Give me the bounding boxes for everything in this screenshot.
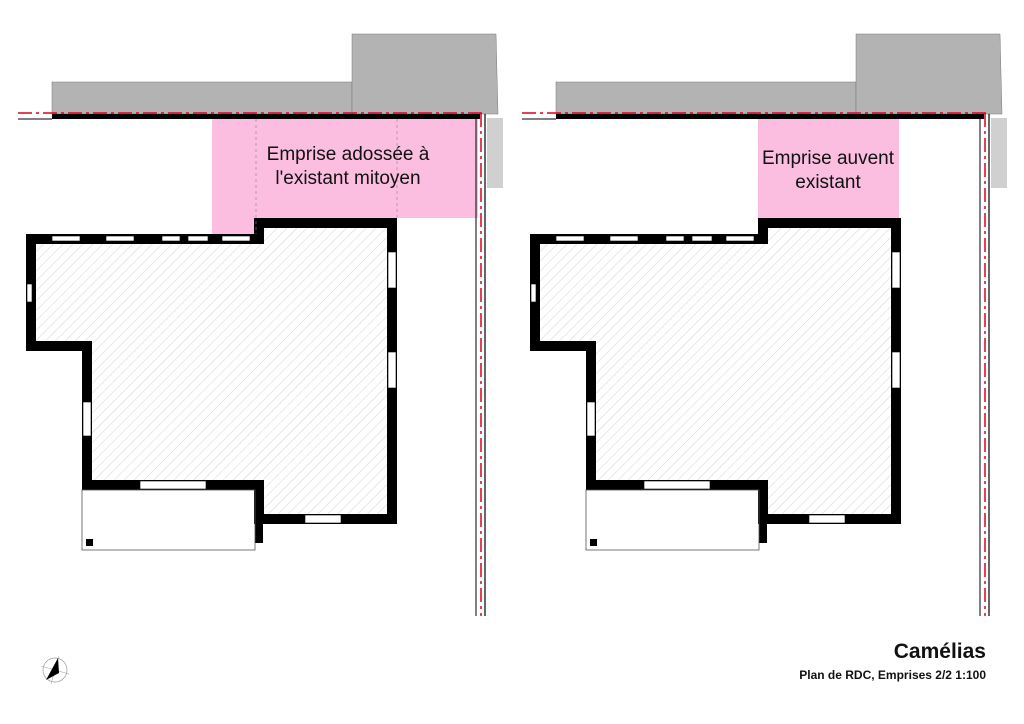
- north-arrow-icon: [40, 655, 70, 685]
- plan-right: [521, 33, 1008, 617]
- emprise-zone-right: [758, 119, 899, 218]
- sheet-subtitle: Plan de RDC, Emprises 2/2 1:100: [799, 668, 986, 682]
- emprise-label-left: Emprise adossée à l'existant mitoyen: [266, 144, 430, 189]
- project-title: Camélias: [893, 640, 986, 663]
- plan-left: [17, 33, 504, 617]
- emprise-label-right: Emprise auvent existant: [761, 148, 894, 193]
- emprise-zone-left: [212, 119, 478, 234]
